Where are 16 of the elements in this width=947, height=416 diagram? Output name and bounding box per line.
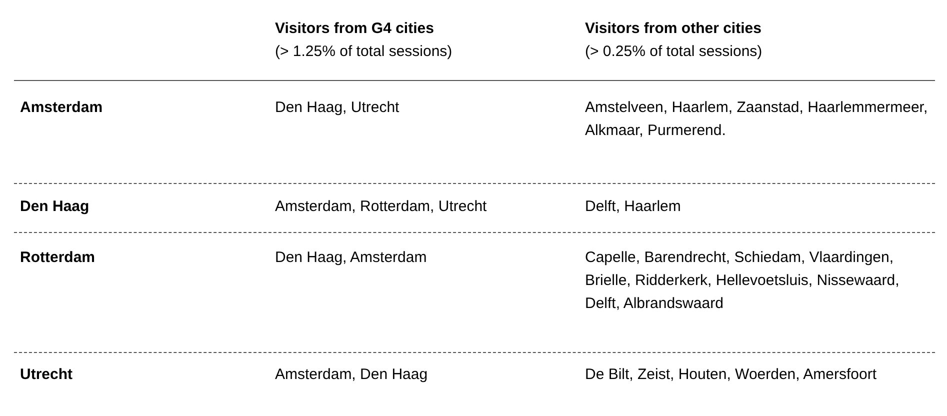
table-cell-text: Delft, Haarlem — [585, 197, 682, 217]
row-header: Utrecht — [20, 365, 74, 385]
column-header: Visitors from G4 cities — [275, 19, 435, 39]
table-cell-text: Capelle, Barendrecht, Schiedam, Vlaardingen, Brielle, Ridderkerk, Hellevoetsluis, Nissewaard, Delft, Albrandswaard — [585, 248, 900, 314]
table-cell-text: Den Haag, Utrecht — [275, 98, 400, 118]
row-header: Rotterdam — [20, 248, 96, 268]
row-header: Amsterdam — [20, 98, 104, 118]
column-subheader: (> 0.25% of total sessions) — [585, 42, 764, 62]
column-header: Visitors from other cities — [585, 19, 762, 39]
table-cell-text: De Bilt, Zeist, Houten, Woerden, Amersfoort — [585, 365, 878, 385]
table-cell-text: Amsterdam, Rotterdam, Utrecht — [275, 197, 488, 217]
table-cell-text: Amsterdam, Den Haag — [275, 365, 429, 385]
table-cell-text: Den Haag, Amsterdam — [275, 248, 428, 268]
column-subheader: (> 1.25% of total sessions) — [275, 42, 454, 62]
table-cell-text: Amstelveen, Haarlem, Zaanstad, Haarlemmermeer, Alkmaar, Purmerend. — [585, 98, 929, 141]
row-header: Den Haag — [20, 197, 90, 217]
